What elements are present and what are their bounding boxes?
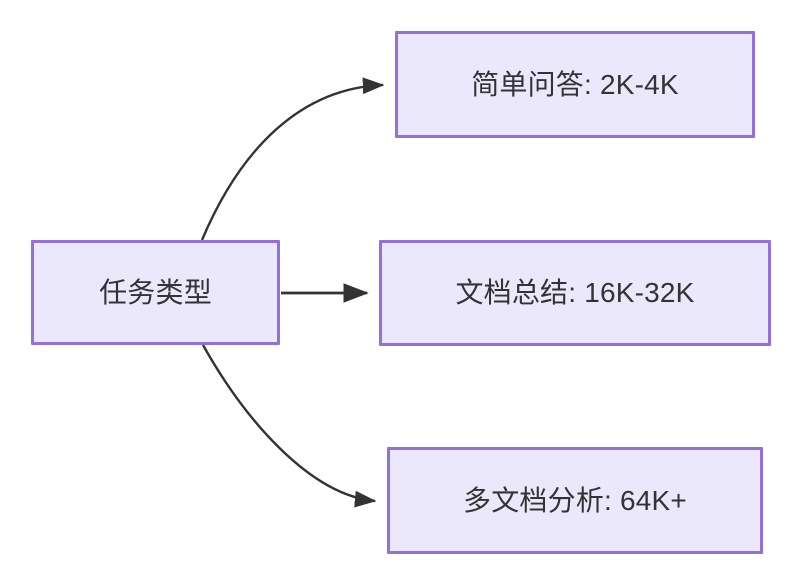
node-simple-qa[interactable]: 简单问答: 2K-4K xyxy=(395,31,755,138)
edge-source-simple-qa xyxy=(200,77,385,241)
node-task-type[interactable]: 任务类型 xyxy=(31,240,280,345)
node-doc-summary[interactable]: 文档总结: 16K-32K xyxy=(379,240,771,346)
node-task-type-label: 任务类型 xyxy=(99,276,212,308)
node-doc-summary-label: 文档总结: 16K-32K xyxy=(455,277,695,309)
node-multi-doc[interactable]: 多文档分析: 64K+ xyxy=(387,447,763,554)
edge-source-multi-doc xyxy=(201,344,377,508)
node-simple-qa-label: 简单问答: 2K-4K xyxy=(471,68,679,100)
node-multi-doc-label: 多文档分析: 64K+ xyxy=(463,484,687,516)
